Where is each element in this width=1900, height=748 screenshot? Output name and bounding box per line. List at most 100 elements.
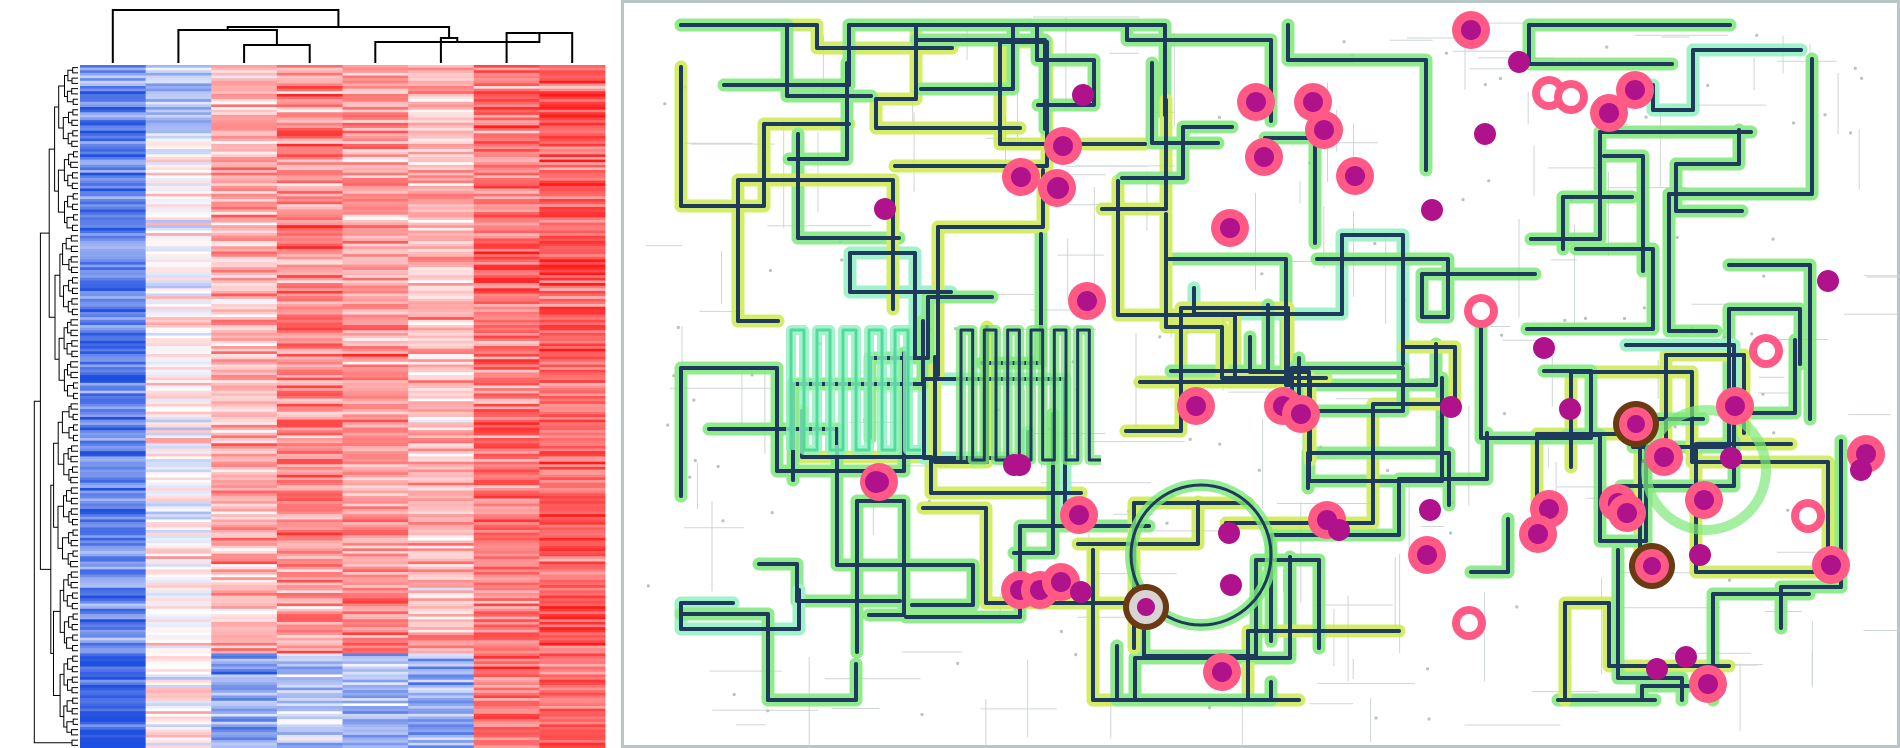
heatmap-cell	[539, 306, 606, 310]
heatmap-cell	[276, 487, 343, 491]
heatmap-cell	[145, 627, 212, 631]
heatmap-cell	[211, 711, 278, 715]
heatmap-cell	[211, 519, 278, 523]
dendrogram-branch	[70, 256, 78, 263]
heatmap-cell	[342, 172, 409, 176]
heatmap-cell	[276, 93, 343, 97]
heatmap-cell	[342, 75, 409, 79]
heatmap-cell	[539, 716, 606, 720]
heatmap-cell	[145, 469, 212, 473]
heatmap-cell	[145, 162, 212, 166]
heatmap-cell	[80, 645, 147, 649]
heatmap-cell	[211, 432, 278, 436]
heatmap-cell	[145, 70, 212, 74]
heatmap-cell	[211, 91, 278, 95]
heatmap-cell	[211, 259, 278, 263]
heatmap-cell	[276, 65, 343, 69]
heatmap-cell	[211, 635, 278, 639]
heatmap-cell	[473, 561, 540, 565]
heatmap-cell	[211, 419, 278, 423]
heatmap-cell	[80, 348, 147, 352]
heatmap-cell	[145, 543, 212, 547]
heatmap-cell	[211, 382, 278, 386]
heatmap-cell	[539, 304, 606, 308]
heatmap-cell	[342, 582, 409, 586]
pathway-line	[1667, 57, 1814, 333]
metabolite-dot	[1720, 447, 1742, 469]
heatmap-cell	[276, 726, 343, 731]
heatmap-cell	[211, 671, 278, 675]
heatmap-cell	[539, 684, 606, 688]
background-dot	[1673, 425, 1677, 429]
heatmap-cell	[211, 227, 278, 231]
dendrogram-branch	[72, 645, 78, 652]
heatmap-cell	[473, 409, 540, 413]
heatmap-cell	[342, 553, 409, 557]
heatmap-cell	[211, 262, 278, 266]
heatmap-cell	[276, 627, 343, 631]
heatmap-cell	[473, 143, 540, 147]
heatmap-cell	[145, 456, 212, 460]
heatmap-cell	[342, 88, 409, 92]
heatmap-cell	[211, 235, 278, 239]
heatmap-cell	[342, 143, 409, 147]
heatmap-cell	[408, 167, 475, 171]
heatmap-cell	[145, 175, 212, 179]
heatmap-cell	[473, 304, 540, 308]
heatmap-cell	[80, 590, 147, 594]
background-dot	[1217, 115, 1221, 120]
heatmap-cell	[342, 690, 409, 694]
heatmap-cell	[211, 243, 278, 247]
heatmap-cell	[80, 251, 147, 255]
heatmap-cell	[473, 553, 540, 557]
background-dot	[1761, 392, 1765, 396]
heatmap-cell	[276, 564, 343, 568]
heatmap-cell	[80, 398, 147, 402]
heatmap-cell	[473, 248, 540, 252]
heatmap-cell	[539, 256, 606, 260]
heatmap-cell	[80, 227, 147, 231]
dendrogram-branch	[72, 592, 78, 599]
heatmap-cell	[276, 101, 343, 105]
heatmap-cell	[473, 369, 540, 373]
heatmap-cell	[276, 369, 343, 373]
heatmap-cell	[408, 456, 475, 460]
heatmap-cell	[473, 516, 540, 520]
heatmap-cell	[145, 238, 212, 242]
heatmap-cell	[80, 719, 147, 723]
heatmap-cell	[80, 535, 147, 539]
heatmap-cell	[80, 582, 147, 586]
heatmap-cell	[211, 109, 278, 113]
heatmap-cell	[276, 561, 343, 565]
heatmap-cell	[473, 317, 540, 321]
heatmap-cell	[211, 445, 278, 449]
heatmap-cell	[211, 125, 278, 129]
heatmap-cell	[342, 430, 409, 434]
heatmap-cell	[276, 70, 343, 74]
heatmap-cell	[342, 401, 409, 405]
heatmap-cell	[539, 590, 606, 594]
heatmap-cell	[473, 246, 540, 250]
heatmap-cell	[211, 648, 278, 652]
heatmap-cell	[342, 393, 409, 397]
heatmap-cell	[80, 466, 147, 470]
heatmap-cell	[211, 86, 278, 90]
dendrogram-branch	[73, 424, 78, 431]
heatmap-cell	[145, 511, 212, 515]
heatmap-cell	[145, 616, 212, 620]
heatmap-cell	[145, 317, 212, 321]
heatmap-cell	[342, 572, 409, 576]
heatmap-cell	[211, 361, 278, 365]
heatmap-cell	[473, 585, 540, 589]
heatmap-cell	[276, 453, 343, 457]
heatmap-cell	[539, 737, 606, 741]
heatmap-cell	[539, 377, 606, 381]
pathway-line	[787, 61, 849, 161]
heatmap-cell	[473, 606, 540, 610]
heatmap-cell	[473, 395, 540, 400]
heatmap-cell	[276, 156, 343, 160]
heatmap-cell	[80, 254, 147, 258]
background-dot	[1483, 83, 1487, 87]
metabolic-pathway-map	[621, 0, 1900, 748]
